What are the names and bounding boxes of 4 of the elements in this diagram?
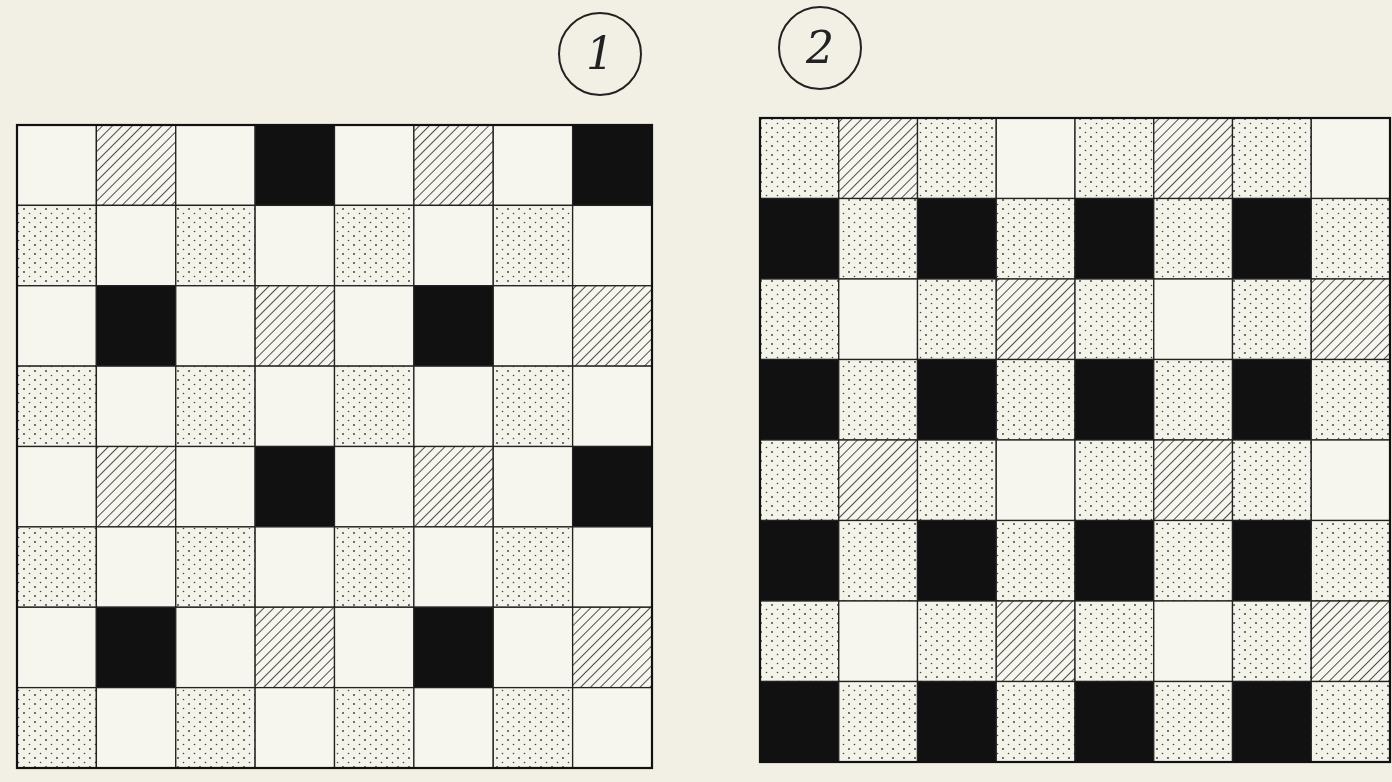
number-circle [558, 12, 642, 96]
panel-number: 1 [586, 32, 614, 76]
panel-number: 2 [806, 26, 834, 70]
number-circle [778, 6, 862, 90]
